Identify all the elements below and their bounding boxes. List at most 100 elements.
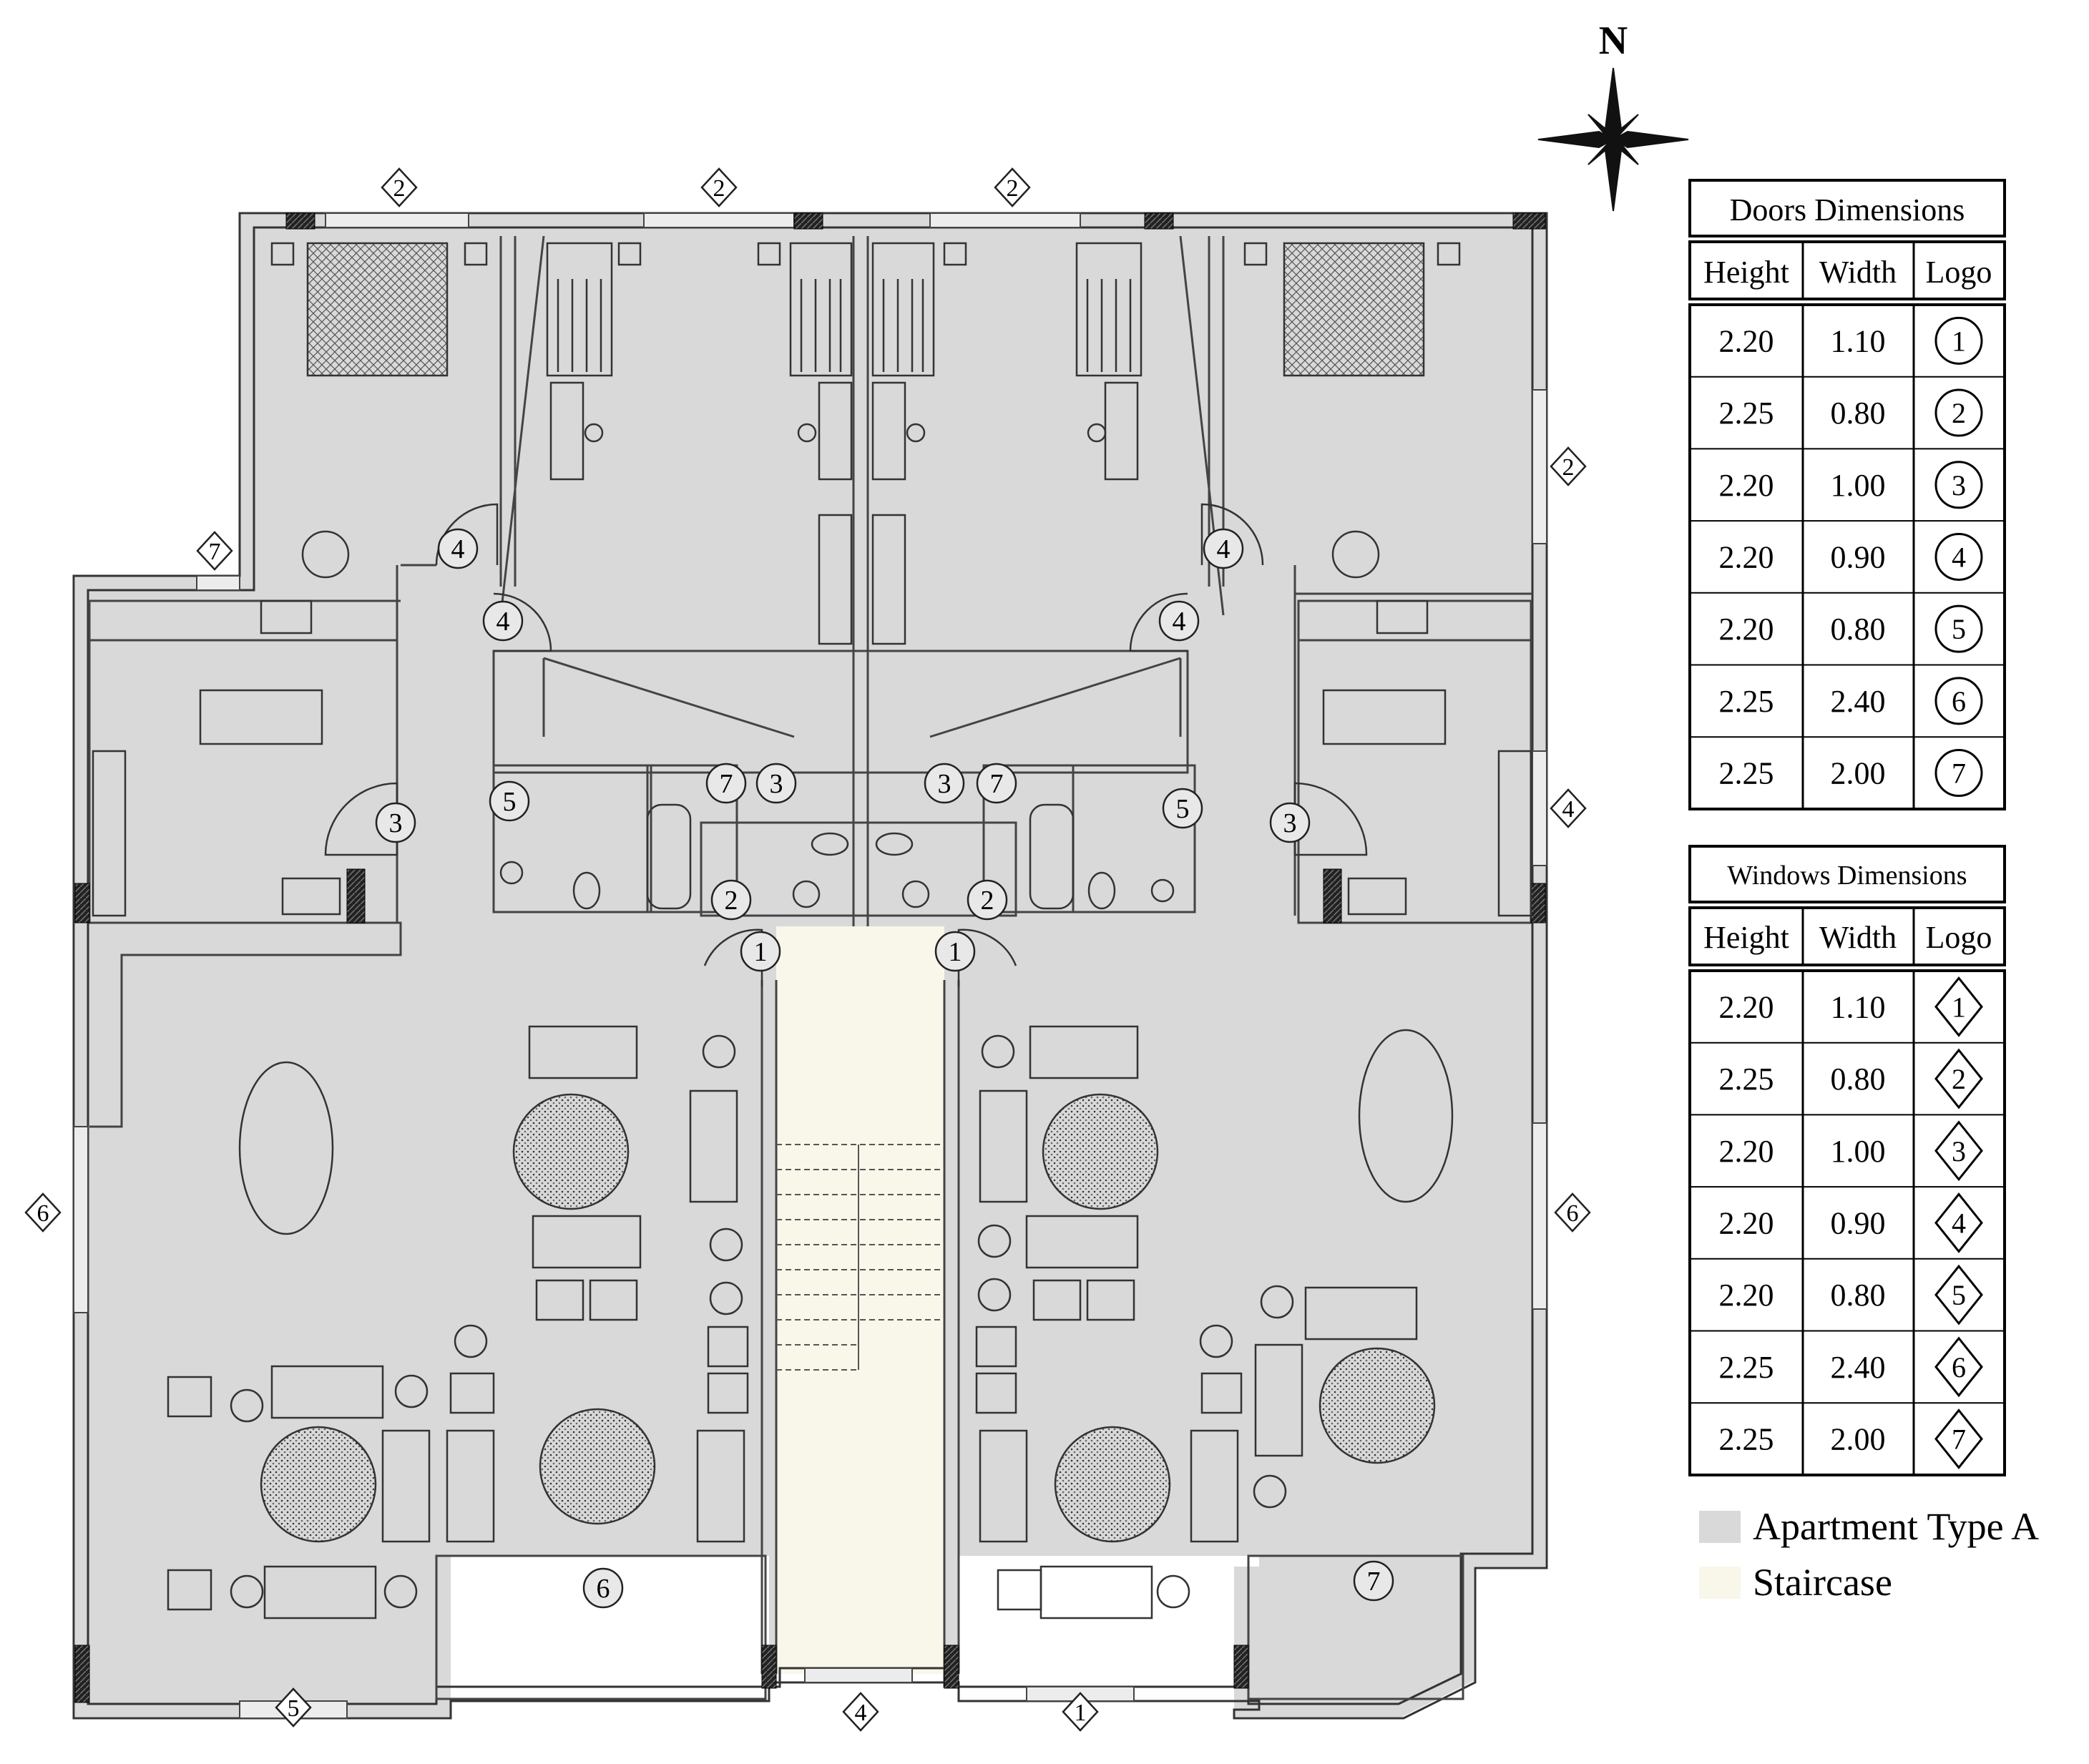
window-marker-icon — [700, 167, 738, 207]
door-marker-icon — [375, 802, 416, 843]
row-height-value: 2.20 — [1719, 989, 1774, 1024]
window-logo-diamond-icon — [1934, 1192, 1983, 1253]
door-marker-icon — [1158, 600, 1200, 642]
window-marker-icon — [1550, 788, 1587, 828]
window-marker-icon — [994, 167, 1031, 207]
door-marker-icon — [967, 879, 1008, 921]
row-logo-number: 2 — [1952, 1063, 1966, 1095]
row-width-value: 0.80 — [1831, 1062, 1886, 1097]
window-marker-label: 2 — [1007, 175, 1019, 202]
row-width-value: 2.40 — [1831, 1350, 1886, 1385]
windows-table-title: Windows Dimensions — [1727, 861, 1967, 891]
row-height-value: 2.20 — [1719, 468, 1774, 503]
window-marker-label: 1 — [1075, 1700, 1087, 1726]
door-marker-icon — [1353, 1560, 1394, 1602]
door-marker-icon — [924, 763, 965, 804]
door-marker-label: 4 — [1173, 607, 1186, 637]
staircase-steps — [776, 1144, 944, 1371]
door-marker-label: 5 — [1176, 794, 1190, 824]
window-marker-label: 2 — [713, 175, 725, 202]
doors-table-title: Doors Dimensions — [1730, 192, 1965, 227]
doors-header-height: Height — [1703, 255, 1789, 290]
window-marker-label: 6 — [37, 1200, 49, 1227]
windows-header-height: Height — [1703, 920, 1789, 955]
window-marker-icon — [381, 167, 418, 207]
row-height-value: 2.20 — [1719, 1278, 1774, 1313]
row-height-value: 2.25 — [1719, 1062, 1774, 1097]
row-height-value: 2.25 — [1719, 1350, 1774, 1385]
window-logo-diamond-icon — [1934, 976, 1983, 1037]
living-furniture — [167, 1025, 1454, 1620]
row-logo-number: 3 — [1952, 1135, 1966, 1167]
door-logo-circle-icon — [1934, 749, 1983, 798]
window-marker-icon — [1062, 1692, 1099, 1732]
row-logo-number: 6 — [1952, 685, 1966, 717]
door-marker-label: 5 — [503, 787, 517, 817]
window-marker-label: 4 — [1562, 796, 1575, 823]
window-marker-label: 6 — [1567, 1200, 1579, 1227]
door-marker-label: 3 — [938, 769, 951, 799]
legend-swatch-apartment — [1699, 1511, 1741, 1543]
window-marker-icon — [842, 1692, 879, 1732]
door-marker-icon — [1162, 788, 1203, 829]
structural-columns — [74, 212, 1546, 1703]
staircase-fill — [776, 926, 944, 1674]
row-logo-number: 1 — [1952, 325, 1966, 357]
row-height-value: 2.20 — [1719, 1134, 1774, 1169]
windows-dimensions-table: Windows Dimensions Height Width Logo 2.2… — [1688, 845, 2006, 1476]
row-logo-number: 3 — [1952, 469, 1966, 501]
row-width-value: 0.80 — [1831, 1278, 1886, 1313]
window-logo-diamond-icon — [1934, 1048, 1983, 1109]
door-swings — [324, 503, 1368, 987]
row-height-value: 2.25 — [1719, 756, 1774, 791]
window-marker-icon — [1550, 446, 1587, 486]
door-marker-icon — [710, 879, 752, 921]
row-width-value: 2.00 — [1831, 756, 1886, 791]
kitchen-bath-fixtures — [92, 599, 1532, 917]
row-height-value: 2.20 — [1719, 323, 1774, 358]
row-width-value: 2.00 — [1831, 1422, 1886, 1457]
door-marker-icon — [755, 763, 797, 804]
row-height-value: 2.20 — [1719, 612, 1774, 647]
row-logo-number: 4 — [1952, 541, 1966, 573]
window-marker-label: 5 — [288, 1695, 300, 1722]
row-logo-number: 7 — [1952, 1424, 1966, 1456]
row-height-value: 2.25 — [1719, 396, 1774, 431]
row-width-value: 1.10 — [1831, 323, 1886, 358]
door-marker-label: 1 — [754, 937, 768, 967]
door-logo-circle-icon — [1934, 532, 1983, 581]
door-marker-label: 4 — [451, 534, 465, 564]
window-marker-icon — [275, 1687, 312, 1728]
door-marker-label: 4 — [1217, 534, 1231, 564]
row-width-value: 1.00 — [1831, 468, 1886, 503]
door-marker-label: 6 — [597, 1574, 610, 1604]
window-marker-icon — [24, 1192, 62, 1233]
door-marker-label: 4 — [496, 607, 510, 637]
door-marker-icon — [740, 931, 781, 972]
window-marker-label: 2 — [1562, 454, 1575, 481]
row-width-value: 1.10 — [1831, 989, 1886, 1024]
row-height-value: 2.20 — [1719, 539, 1774, 574]
legend-swatch-staircase — [1699, 1567, 1741, 1599]
window-marker-icon — [1554, 1192, 1591, 1233]
window-frames — [73, 212, 1547, 1719]
door-marker-icon — [1269, 802, 1311, 843]
windows-header-logo: Logo — [1926, 920, 1992, 955]
doors-header-logo: Logo — [1926, 255, 1992, 290]
row-logo-number: 5 — [1952, 613, 1966, 645]
row-logo-number: 4 — [1952, 1207, 1966, 1239]
door-marker-icon — [934, 931, 976, 972]
door-marker-icon — [482, 600, 524, 642]
door-marker-label: 7 — [1367, 1567, 1381, 1597]
bedroom-furniture — [270, 242, 1461, 645]
door-logo-circle-icon — [1934, 388, 1983, 437]
row-width-value: 0.80 — [1831, 396, 1886, 431]
row-width-value: 0.90 — [1831, 539, 1886, 574]
row-width-value: 1.00 — [1831, 1134, 1886, 1169]
window-logo-diamond-icon — [1934, 1264, 1983, 1326]
row-height-value: 2.25 — [1719, 684, 1774, 719]
door-marker-label: 7 — [720, 769, 733, 799]
north-arrow-icon — [1537, 67, 1689, 212]
